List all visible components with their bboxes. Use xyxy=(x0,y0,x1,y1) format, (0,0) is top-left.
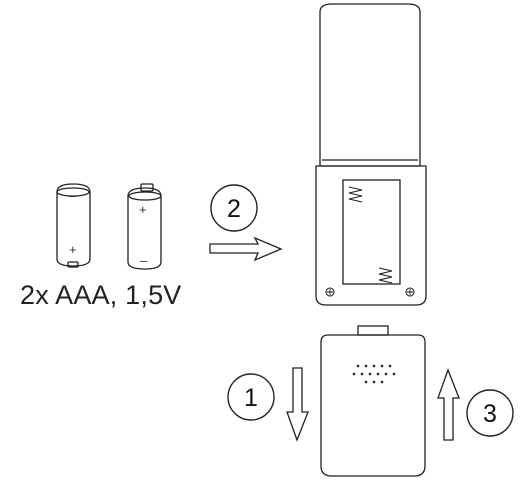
remote-open xyxy=(315,3,427,306)
step-3-badge: 3 xyxy=(466,389,514,437)
step-3-label: 3 xyxy=(483,400,497,428)
battery-right-plus-sign: + xyxy=(139,202,147,217)
screw-left-icon xyxy=(325,287,335,297)
arrow-up-icon xyxy=(437,368,460,441)
step-2-label: 2 xyxy=(227,195,241,223)
battery-right-minus-sign: – xyxy=(140,253,148,268)
step-1-label: 1 xyxy=(244,384,258,412)
speaker-grille-icon xyxy=(352,364,396,384)
screw-right-icon xyxy=(405,287,415,297)
battery-right xyxy=(127,183,162,270)
step-1-badge: 1 xyxy=(227,373,275,421)
battery-spring-top-icon xyxy=(348,186,363,203)
arrow-right-icon xyxy=(209,236,283,262)
battery-spring-bottom-icon xyxy=(378,267,393,284)
battery-caption: 2x AAA, 1,5V xyxy=(20,280,182,310)
battery-cover xyxy=(320,325,426,477)
battery-left-minus-sign: – xyxy=(69,188,77,203)
battery-left-plus-sign: + xyxy=(69,242,77,257)
arrow-down-icon xyxy=(286,367,309,442)
step-2-badge: 2 xyxy=(210,184,258,232)
battery-left xyxy=(56,183,91,268)
